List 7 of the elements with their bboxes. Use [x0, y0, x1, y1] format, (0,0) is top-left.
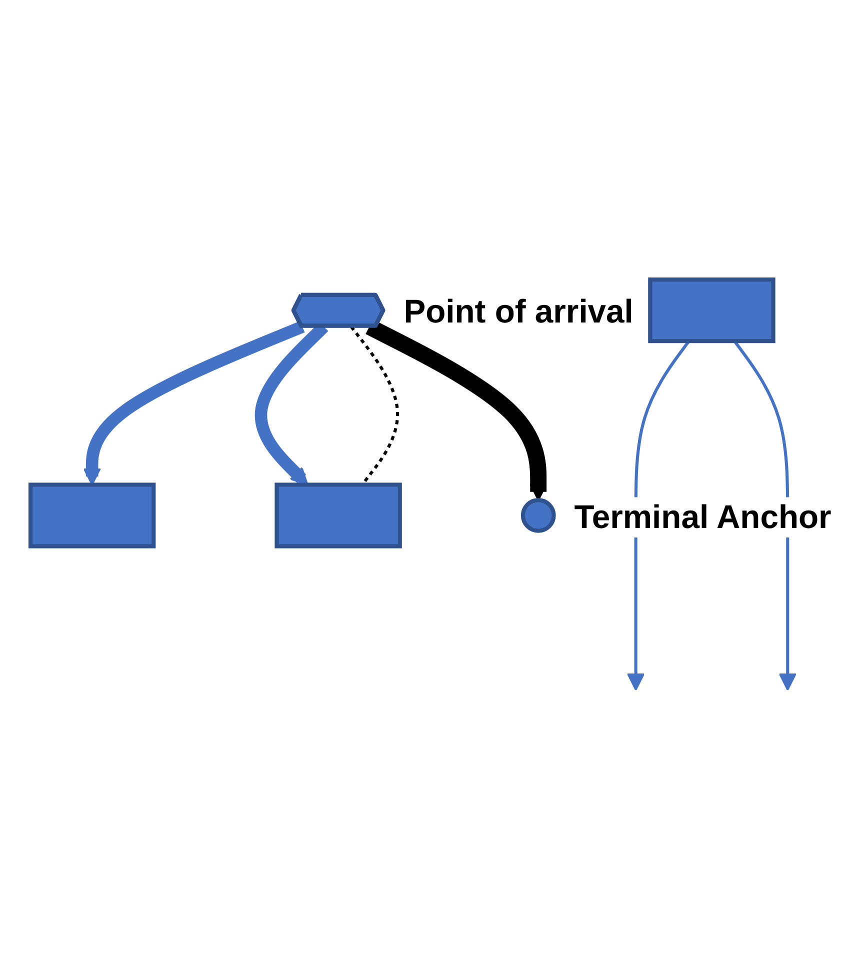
- node-caption: Point of arrival: [404, 292, 634, 330]
- sun-shape: [520, 498, 556, 533]
- square-shape: [648, 277, 776, 344]
- cross-shape: [274, 482, 402, 548]
- cross-shape: [28, 482, 156, 548]
- star-shape: [291, 292, 386, 328]
- node-caption: Terminal Anchor: [574, 498, 832, 535]
